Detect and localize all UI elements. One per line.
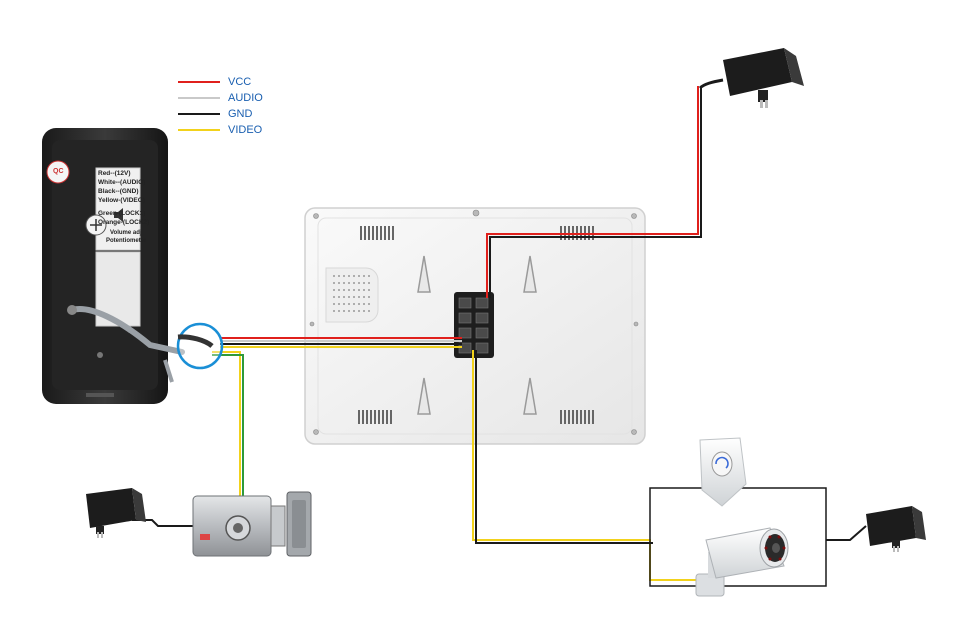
door-wire-signal-red: 12V [116, 170, 129, 177]
legend-swatch-video [178, 129, 220, 131]
door-wire-name-orange: Orange [98, 219, 121, 226]
power-adapter-lock [86, 488, 146, 538]
door-wire-signal-white: AUDIO [122, 179, 144, 186]
lock-brand-tag [200, 534, 210, 540]
legend-label-audio: AUDIO [228, 92, 263, 104]
door-wire-signal-yellow: VIDEO [122, 197, 143, 204]
power-adapter-monitor [698, 48, 804, 108]
legend-item-video: VIDEO [178, 122, 298, 138]
wire-gnd-monitor-power [489, 86, 702, 298]
door-wire-name-yellow: Yellow [98, 197, 119, 204]
wire-vcc-monitor-power [486, 86, 699, 298]
door-wire-signal-black: GND [121, 188, 137, 195]
legend-item-gnd: GND [178, 106, 298, 122]
legend-swatch-audio [178, 97, 220, 99]
legend-swatch-vcc [178, 81, 220, 83]
monitor-vent-top-left [360, 226, 394, 240]
legend-item-vcc: VCC [178, 74, 298, 90]
qc-badge-text: QC [53, 168, 64, 175]
door-wire-signal-green: LOCK1 [121, 210, 144, 217]
monitor-vent-bottom-right [560, 410, 594, 424]
electric-lock [192, 491, 312, 557]
monitor-terminal-block [454, 292, 494, 358]
door-wire-label-yellow: Yellow-(VIDEO) [98, 197, 145, 204]
door-wire-name-green: Green [98, 210, 117, 217]
wire-sensor-loop [649, 487, 827, 540]
cctv-camera [695, 527, 789, 597]
door-station [42, 128, 185, 404]
door-wire-label-green: Green-(LOCK1) [98, 210, 146, 217]
door-wire-label-black: Black--(GND) [98, 188, 139, 195]
door-volume-label: Volume adj [110, 230, 142, 236]
monitor-screws [309, 209, 639, 435]
door-wire-name-black: Black [98, 188, 116, 195]
monitor-mount-hooks [417, 255, 537, 415]
legend-label-gnd: GND [228, 108, 253, 120]
door-wire-label-white: White--(AUDIO) [98, 179, 146, 186]
door-wire-name-white: White [98, 179, 116, 186]
legend-swatch-gnd [178, 113, 220, 115]
wire-gnd-camera [475, 350, 653, 544]
connection-highlight-icon [176, 322, 224, 370]
wire-camera-power [826, 525, 867, 541]
door-wire-label-red: Red--(12V) [98, 170, 131, 177]
door-potentiometer-label: Potentiometer [106, 238, 147, 244]
qc-badge-icon [46, 160, 70, 184]
door-wire-label-orange: Orange-(LOCK2) [98, 219, 150, 226]
wire-camera-loop [649, 540, 827, 587]
pir-motion-sensor [699, 437, 747, 507]
power-adapter-camera [866, 506, 926, 552]
monitor-speaker-grille [325, 267, 379, 323]
legend-label-vcc: VCC [228, 76, 252, 88]
door-wire-signal-orange: LOCK2 [125, 219, 148, 226]
wire-color-legend: VCC AUDIO GND VIDEO [178, 74, 298, 138]
speaker-volume-icon [114, 208, 123, 222]
legend-item-audio: AUDIO [178, 90, 298, 106]
indoor-monitor [304, 207, 646, 445]
door-wire-name-red: Red [98, 170, 111, 177]
monitor-vent-bottom-left [358, 410, 392, 424]
legend-label-video: VIDEO [228, 124, 263, 136]
